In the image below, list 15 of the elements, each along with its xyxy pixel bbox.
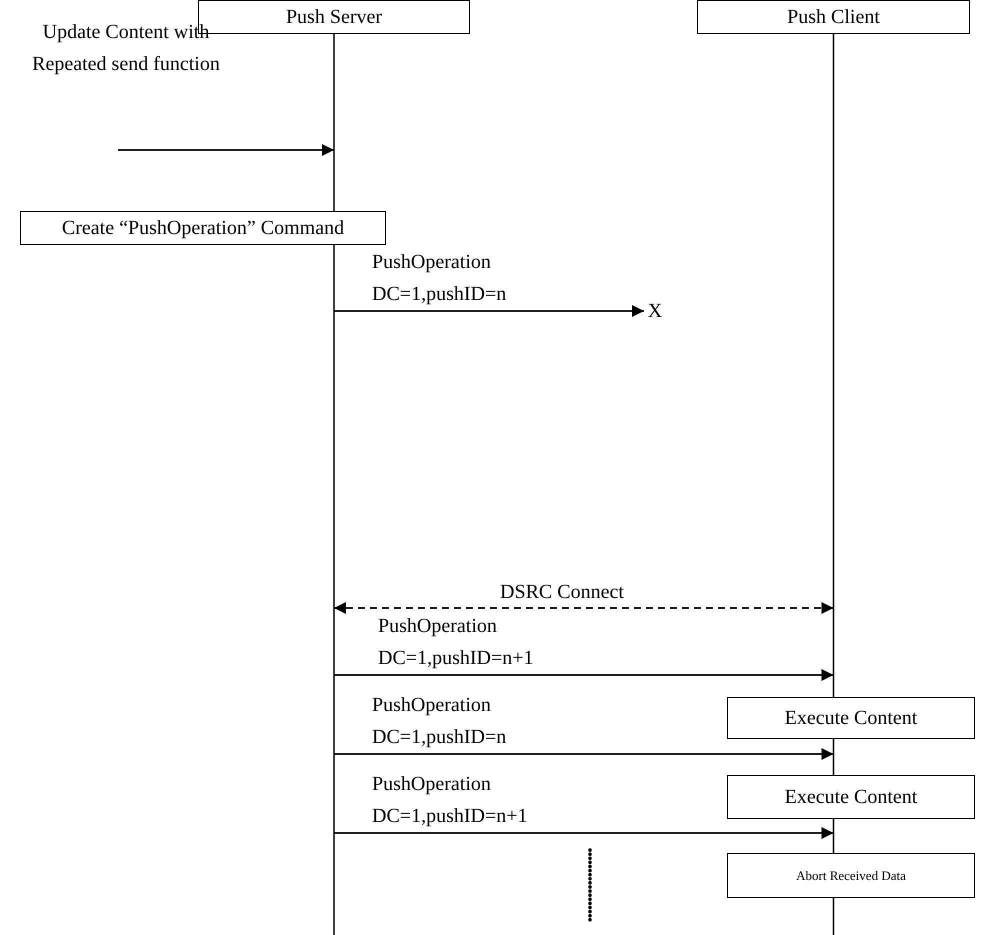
message-label: PushOperation DC=1,pushID=n — [372, 693, 506, 750]
process-box: Create “PushOperation” Command — [20, 211, 386, 245]
arrow — [334, 827, 834, 839]
message-label: PushOperation DC=1,pushID=n+1 — [372, 772, 528, 829]
participant-box: Push Client — [697, 0, 970, 34]
arrow — [334, 669, 834, 681]
arrow — [334, 305, 644, 317]
message-label: Update Content with Repeated send function — [31, 20, 221, 77]
arrow — [118, 144, 334, 156]
lost-message-mark: X — [644, 298, 666, 324]
arrow — [334, 748, 834, 760]
arrow — [334, 602, 834, 614]
message-label: PushOperation DC=1,pushID=n — [372, 250, 506, 307]
message-label: DSRC Connect — [500, 580, 624, 605]
message-label: PushOperation DC=1,pushID=n+1 — [378, 614, 534, 671]
